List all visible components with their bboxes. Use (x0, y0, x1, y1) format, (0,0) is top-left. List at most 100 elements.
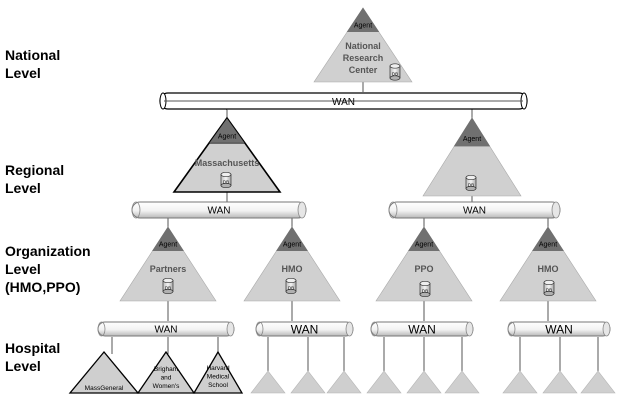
node-partners-agent-label: Agent (159, 241, 177, 248)
node-regional-right-db-label: DB (468, 183, 474, 188)
node-massachusetts-label: Massachusetts (195, 158, 260, 168)
hospital-unnamed-7 (502, 370, 538, 394)
node-hmo-right-db-top (543, 279, 555, 286)
node-national-research-center-db-label: DB (392, 72, 398, 77)
node-hmo-left-label: HMO (282, 264, 303, 274)
node-hmo-right-triangle (499, 226, 597, 302)
hospital-unnamed-9 (580, 370, 616, 394)
node-massachusetts-db: DB (220, 171, 232, 189)
hospital-unnamed-2 (290, 370, 326, 394)
node-massachusetts-db-label: DB (223, 180, 229, 185)
node-hmo-right-agent-label: Agent (539, 241, 557, 248)
node-hmo-right-db-bottom (543, 290, 555, 297)
node-ppo-db-bottom (419, 291, 431, 298)
wan-org-hmo-right-label: WAN (545, 322, 573, 336)
node-partners-triangle (119, 226, 217, 302)
node-hmo-right-db-label: DB (546, 288, 552, 293)
node-massachusetts-agent-label: Agent (218, 134, 236, 141)
node-national-research-center-triangle (313, 7, 413, 83)
node-regional-right-agent-cap (453, 117, 491, 147)
hospital-unnamed-7-triangle (502, 370, 538, 394)
hospital-harvard-triangle (192, 350, 244, 394)
wan-regional-right-left-end (388, 201, 398, 219)
wan-org-hmo-right: WAN (507, 321, 611, 337)
hospital-massgeneral-triangle (68, 350, 140, 394)
wan-national-label: WAN (332, 97, 355, 108)
wan-org-hmo-right-right-end (602, 321, 611, 337)
node-regional-right-triangle (422, 117, 522, 197)
wan-org-hmo-left-label: WAN (291, 322, 319, 336)
node-ppo-db: DB (419, 280, 431, 298)
wan-org-ppo-left-end (370, 321, 379, 337)
wan-org-partners-right-end (226, 321, 235, 337)
node-regional-right-db-top (465, 174, 477, 181)
wan-org-ppo-right-end (465, 321, 474, 337)
node-ppo-agent-cap (408, 226, 440, 251)
node-massachusetts-db-top (220, 171, 232, 178)
node-hmo-right-agent-cap (532, 226, 564, 251)
wan-national: WAN (159, 92, 528, 110)
hospital-unnamed-5 (406, 370, 442, 394)
node-massachusetts-agent-cap (208, 117, 246, 144)
node-ppo-db-label: DB (422, 289, 428, 294)
node-partners-label: Partners (150, 264, 187, 274)
node-massachusetts-triangle (172, 116, 282, 193)
node-hmo-left-db-top (285, 277, 297, 284)
node-national-research-center-db: DB (389, 63, 401, 81)
node-national-research-center-db-bottom (389, 75, 401, 81)
node-ppo-label: PPO (414, 264, 433, 274)
node-hmo-left-db-label: DB (288, 286, 294, 291)
connection-lines (111, 82, 599, 372)
hospital-brigham-triangle (136, 350, 196, 394)
wan-org-hmo-left-right-end (345, 321, 354, 337)
level-national-label: National Level (5, 47, 61, 81)
wan-org-ppo: WAN (370, 321, 474, 337)
node-regional-right-db: DB (465, 174, 477, 192)
wan-org-partners-label: WAN (155, 325, 178, 336)
node-hmo-left-db-bottom (285, 288, 297, 295)
wan-links: WAN WAN WAN WAN WAN WAN WAN (97, 92, 611, 337)
node-hmo-left-agent-cap (276, 226, 308, 251)
wan-org-ppo-label: WAN (408, 322, 436, 336)
wan-regional-left-left-end (131, 201, 141, 219)
hospital-unnamed-8 (542, 370, 578, 394)
wan-regional-left-label: WAN (208, 206, 231, 217)
node-ppo-triangle (375, 226, 473, 302)
wan-org-partners-left-end (97, 321, 106, 337)
node-partners-db: DB (162, 277, 174, 295)
wan-org-hmo-left-left-end (255, 321, 264, 337)
node-regional-right-agent-label: Agent (463, 136, 481, 143)
node-national-research-center-agent-cap (346, 7, 380, 32)
wan-org-hmo-right-left-end (507, 321, 516, 337)
hospital-unnamed-6 (444, 370, 480, 394)
node-hmo-left-agent-label: Agent (283, 241, 301, 248)
level-organization-label: Organization Level (HMO,PPO) (5, 243, 91, 295)
wan-regional-left-right-end (297, 201, 307, 219)
node-ppo-agent-label: Agent (415, 241, 433, 248)
node-hmo-left-triangle (243, 226, 341, 302)
node-national-research-center-agent-label: Agent (354, 22, 372, 29)
wan-regional-right-label: WAN (463, 206, 486, 217)
hospital-unnamed-9-triangle (580, 370, 616, 394)
node-hmo-right-label: HMO (538, 264, 559, 274)
node-national-research-center-db-top (389, 63, 401, 69)
node-hmo-right-db: DB (543, 279, 555, 297)
hospital-unnamed-1 (250, 370, 286, 394)
node-partners-db-bottom (162, 288, 174, 295)
node-partners-agent-cap (152, 226, 184, 251)
hospital-unnamed-4-triangle (366, 370, 402, 394)
node-partners-db-label: DB (165, 286, 171, 291)
node-regional-right-db-bottom (465, 185, 477, 192)
